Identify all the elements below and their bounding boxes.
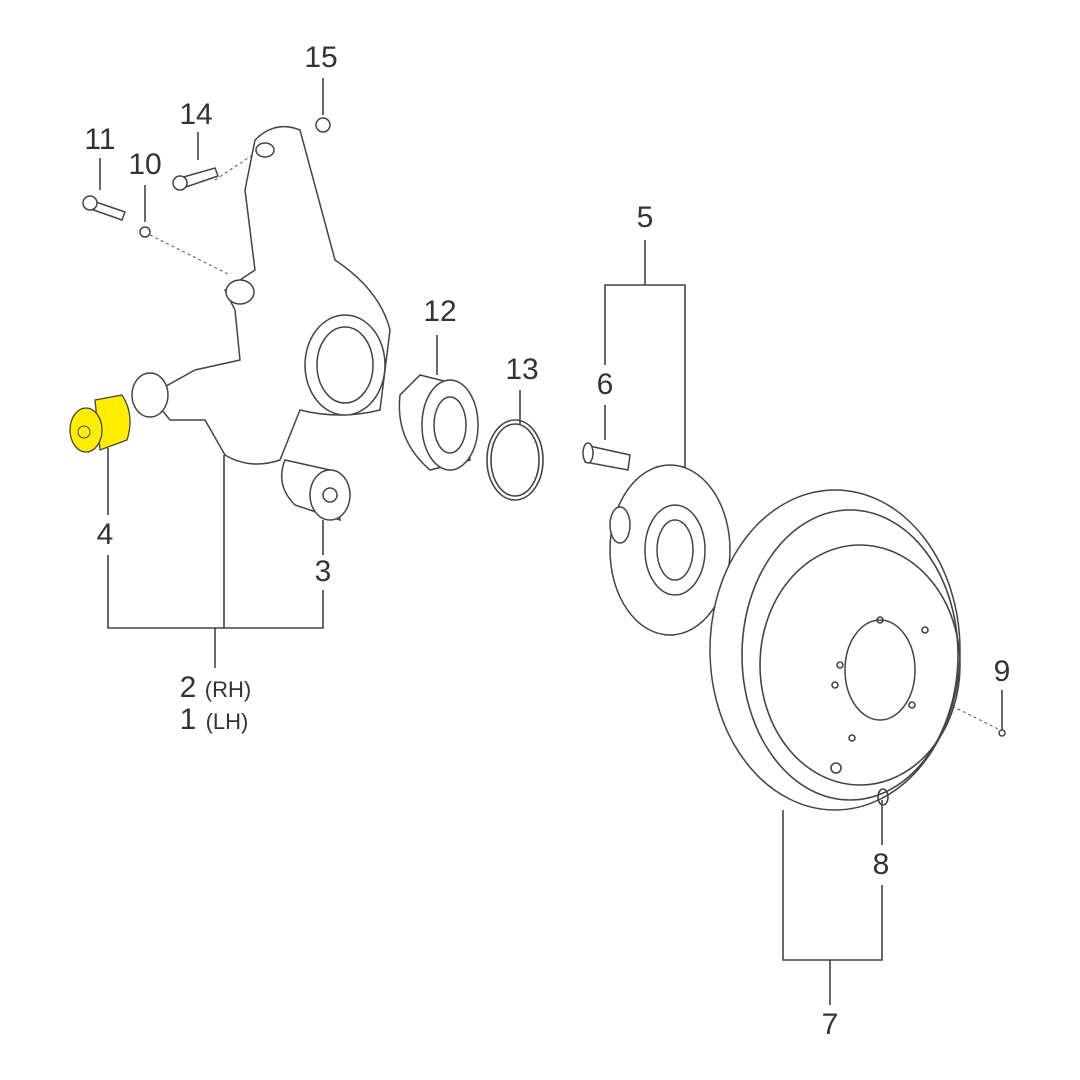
callout-5: 5: [636, 201, 654, 234]
callout-11: 11: [84, 123, 116, 156]
callout-14: 14: [179, 98, 213, 131]
callout-3: 3: [314, 555, 332, 588]
callout-4: 4: [96, 518, 114, 551]
wheel-hub-part-5: [609, 464, 731, 636]
callout-6: 6: [596, 368, 614, 401]
leader-lines: [99, 78, 1003, 1005]
snap-ring-part-13: [486, 419, 544, 501]
hub-bolt-part-6: [582, 442, 631, 471]
steering-knuckle: [131, 125, 391, 465]
bushing-part-3: [280, 459, 351, 522]
callout-12: 12: [423, 295, 457, 328]
callout-2-side: (RH): [204, 677, 252, 702]
wheel-bearing-part-12: [398, 374, 479, 471]
bushing-part-4-highlighted: [69, 394, 131, 453]
callout-1-side: (LH): [205, 709, 249, 734]
callout-13: 13: [505, 353, 539, 386]
brake-disc-part-7: [709, 489, 961, 811]
callout-7: 7: [821, 1008, 839, 1041]
fasteners: [82, 117, 1006, 737]
callout-8: 8: [872, 848, 890, 881]
callout-15: 15: [304, 41, 338, 74]
callout-2: 2: [179, 671, 197, 704]
callout-1: 1: [179, 703, 197, 736]
callout-10: 10: [128, 148, 162, 181]
callout-9: 9: [993, 655, 1011, 688]
